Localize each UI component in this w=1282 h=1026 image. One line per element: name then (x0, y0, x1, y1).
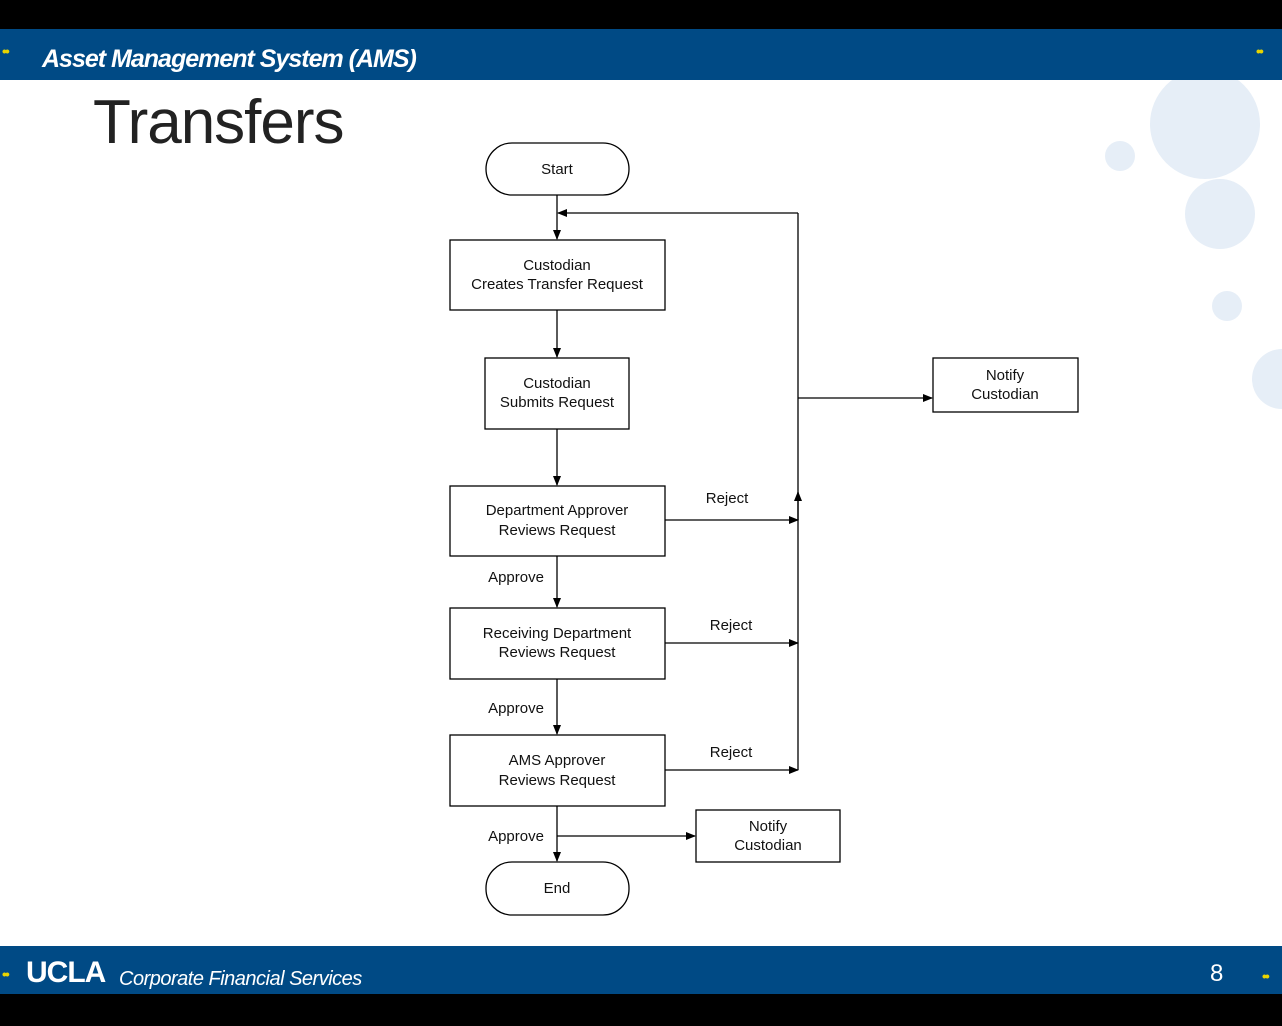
start-label: Start (541, 161, 574, 178)
step-receiving-review (449, 607, 666, 680)
step-label: Reviews Request (499, 644, 617, 661)
notify-label: Custodian (734, 837, 802, 854)
step-ams-review (449, 734, 666, 807)
step-department-review (449, 485, 666, 557)
notify-label: Notify (749, 818, 788, 835)
flowchart: Start Custodian Creates Transfer Request… (449, 142, 1079, 916)
step-label: Reviews Request (499, 522, 617, 539)
end-label: End (544, 880, 571, 897)
dots-icon: •• (2, 966, 10, 982)
step-label: Receiving Department (483, 625, 632, 642)
slide: •• •• Asset Management System (AMS) Tran… (0, 29, 1282, 994)
decorative-circle (1105, 141, 1135, 171)
notify-custodian-approve (695, 809, 841, 863)
reject-label: Reject (706, 490, 749, 507)
page-number: 8 (1210, 960, 1224, 987)
step-label: Custodian (523, 257, 591, 274)
notify-label: Custodian (971, 386, 1039, 403)
decorative-hexagon (1185, 179, 1255, 249)
notify-label: Notify (986, 367, 1025, 384)
end-terminal (485, 861, 630, 916)
footer-band: •• UCLA Corporate Financial Services 8 •… (0, 946, 1282, 994)
decorative-hexagon (1150, 69, 1260, 179)
dots-icon: •• (1256, 43, 1264, 59)
approve-label: Approve (488, 700, 544, 717)
dots-icon: •• (2, 43, 10, 59)
step-label: AMS Approver (509, 752, 606, 769)
page-title: Transfers (93, 88, 345, 157)
step-label: Submits Request (500, 394, 615, 411)
dots-icon: •• (1262, 968, 1270, 984)
reject-label: Reject (710, 617, 753, 634)
ucla-logo: UCLA (26, 956, 106, 989)
header-band: •• •• Asset Management System (AMS) (0, 29, 1282, 80)
step-label: Reviews Request (499, 772, 617, 789)
step-submit-request (484, 357, 630, 430)
start-terminal (485, 142, 630, 196)
step-label: Custodian (523, 375, 591, 392)
footer-department: Corporate Financial Services (119, 968, 362, 990)
step-label: Creates Transfer Request (471, 276, 644, 293)
decorative-circle (1212, 291, 1242, 321)
approve-label: Approve (488, 569, 544, 586)
notify-custodian-reject (932, 357, 1079, 413)
reject-label: Reject (710, 744, 753, 761)
step-label: Department Approver (486, 502, 629, 519)
header-title: Asset Management System (AMS) (42, 45, 417, 73)
step-create-request (449, 239, 666, 311)
approve-label: Approve (488, 828, 544, 845)
